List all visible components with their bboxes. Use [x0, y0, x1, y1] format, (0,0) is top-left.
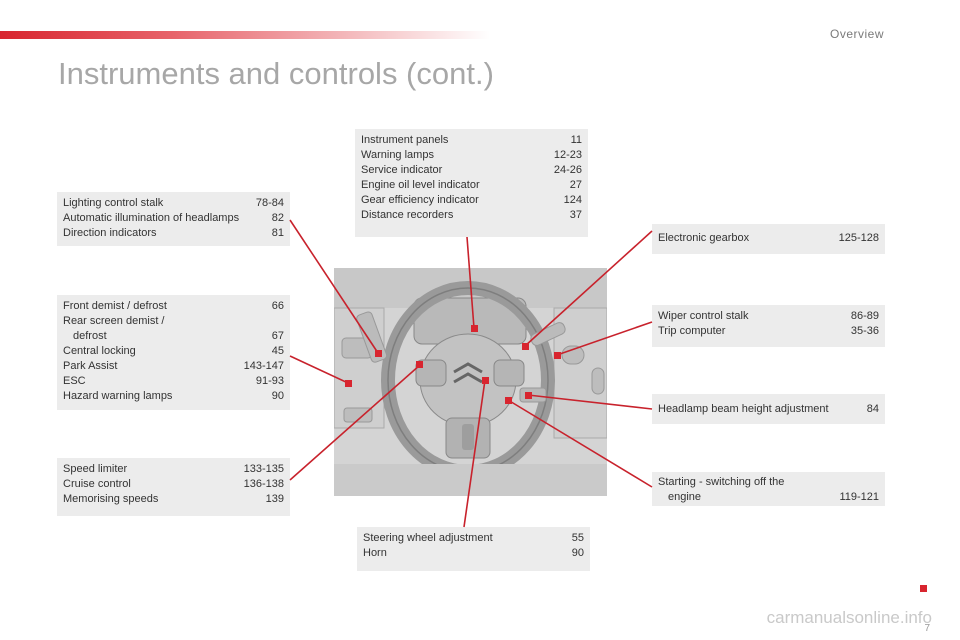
page-corner-marker	[920, 585, 927, 592]
watermark: carmanualsonline.info	[766, 608, 932, 627]
box-row: Rear screen demist /	[63, 315, 165, 327]
header-accent-bar	[0, 31, 490, 39]
box-row: Starting - switching off the	[658, 476, 785, 488]
cockpit-drawing	[334, 268, 607, 496]
page-number: 7	[924, 623, 930, 634]
section-label: Overview	[829, 27, 884, 41]
steering-wheel-illustration	[334, 268, 607, 496]
page-title: Instruments and controls (cont.)	[58, 56, 494, 91]
